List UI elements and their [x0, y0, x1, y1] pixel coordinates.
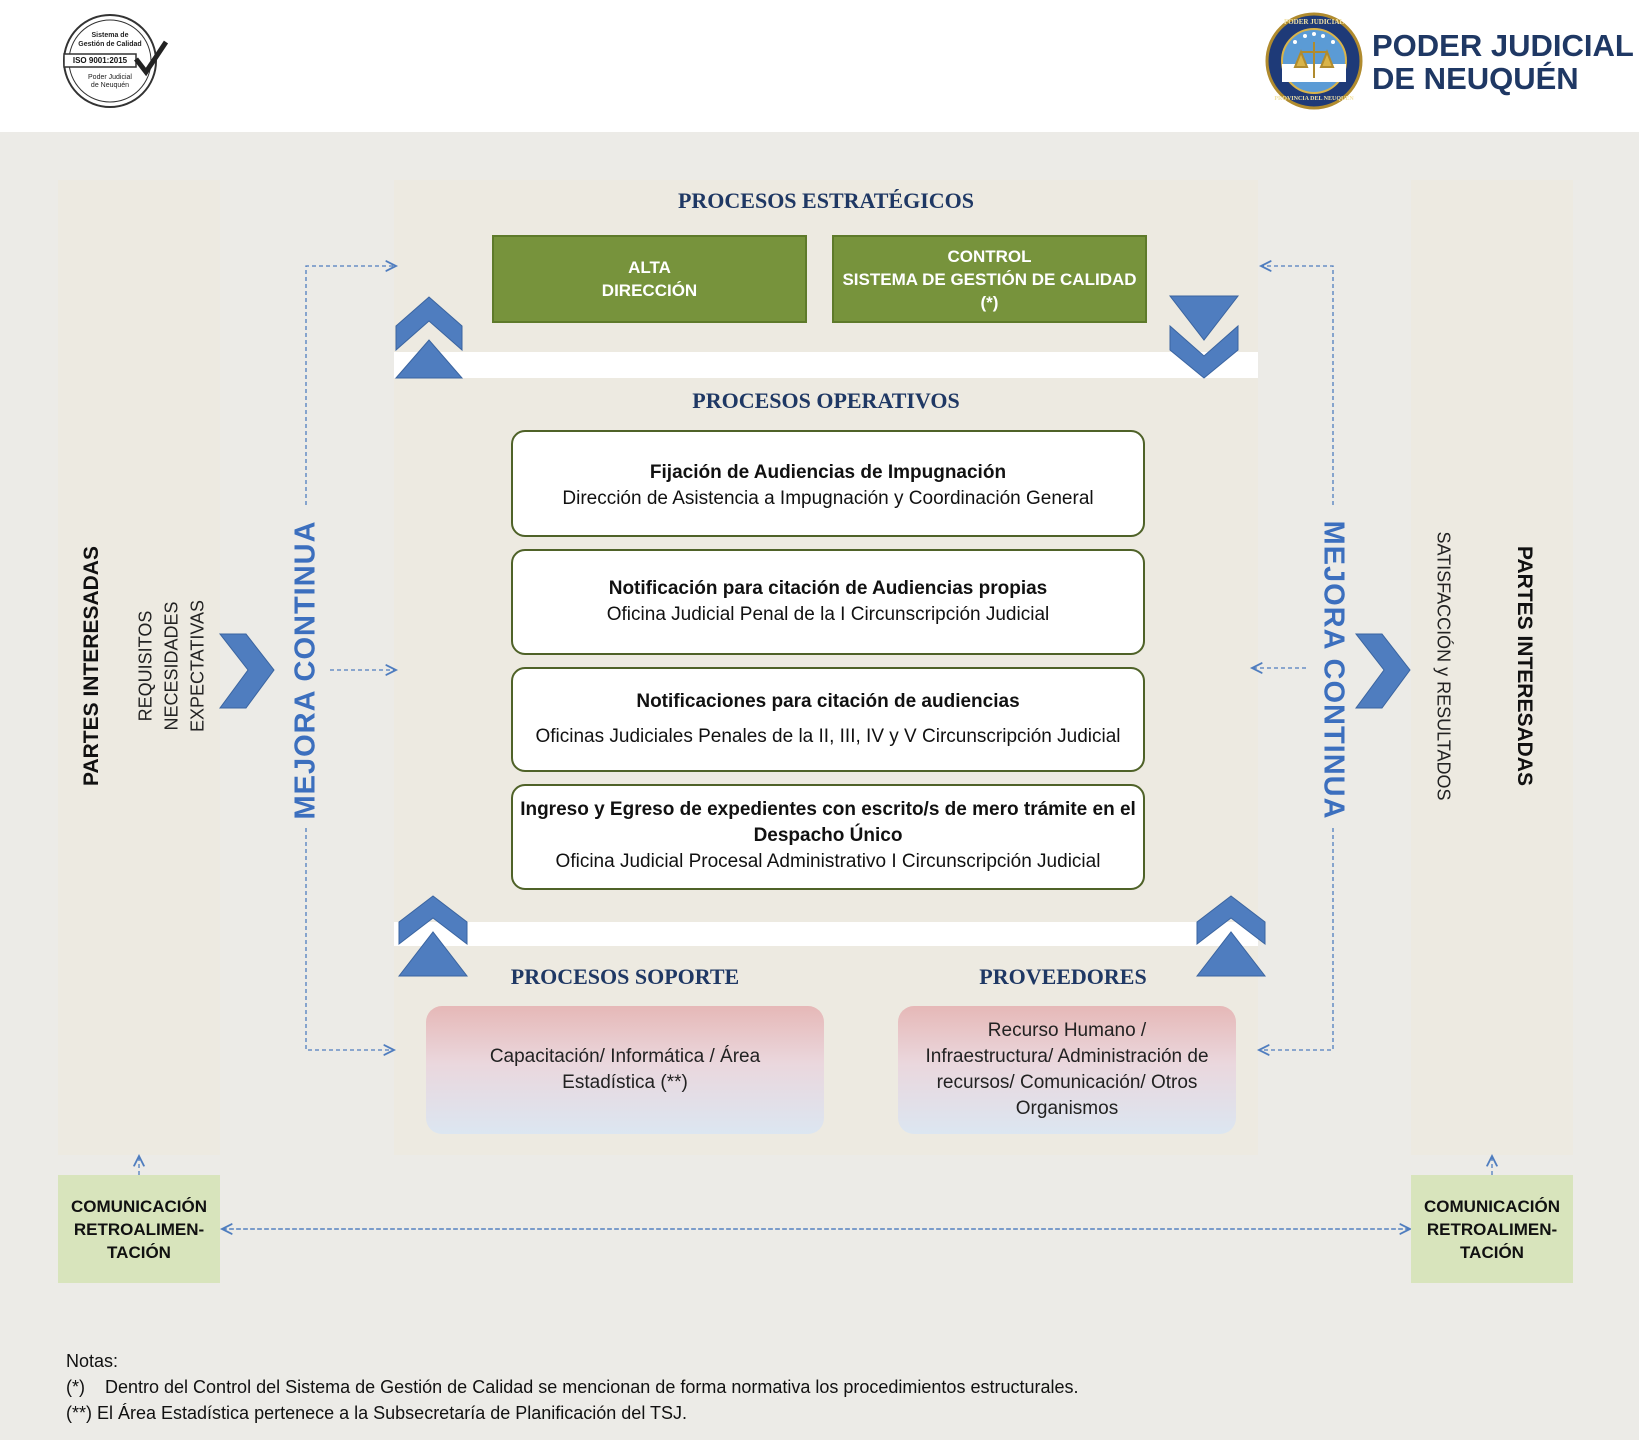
iso-standard: ISO 9001:2015 — [72, 56, 128, 65]
iso-line2: Gestión de Calidad — [78, 41, 142, 48]
right-mejora-loop — [1252, 266, 1334, 1050]
proceso-4-title-line1: Ingreso y Egreso de expedientes con escr… — [520, 799, 1136, 820]
soporte-box: Capacitación/ Informática / Área Estadís… — [426, 1006, 824, 1134]
proceso-operativo-3: Notificaciones para citación de audienci… — [511, 667, 1145, 772]
left-panel — [58, 180, 220, 1155]
right-comm-line2: RETROALIMEN- — [1426, 1219, 1558, 1239]
soporte-line1: Capacitación/ Informática / Área — [489, 1046, 761, 1067]
iso-org2: de Neuquén — [90, 82, 130, 89]
proceso-operativo-1: Fijación de Audiencias de Impugnación Di… — [511, 430, 1145, 537]
separator-top — [394, 352, 1258, 378]
header: Sistema de Gestión de Calidad ISO 9001:2… — [0, 0, 1639, 132]
proveedores-line2: Infraestructura/ Administración de — [925, 1046, 1209, 1067]
note-2: (**) El Área Estadística pertenece a la … — [66, 1403, 687, 1423]
chevron-down-icon — [1168, 295, 1240, 379]
estrategicos-title: PROCESOS ESTRATÉGICOS — [677, 188, 975, 213]
proveedores-line1: Recurso Humano / — [987, 1020, 1147, 1041]
proveedores-box: Recurso Humano / Infraestructura/ Admini… — [898, 1006, 1236, 1134]
separator-bottom — [394, 922, 1258, 946]
control-sgc-line3: (*) — [980, 292, 999, 312]
control-sgc-box: CONTROL SISTEMA DE GESTIÓN DE CALIDAD (*… — [832, 235, 1147, 323]
left-comm-line1: COMUNICACIÓN — [71, 1196, 207, 1216]
proceso-2-subtitle: Oficina Judicial Penal de la I Circunscr… — [606, 604, 1050, 625]
left-comm-line2: RETROALIMEN- — [73, 1219, 205, 1239]
proceso-1-title: Fijación de Audiencias de Impugnación — [649, 462, 1007, 483]
left-comm-box: COMUNICACIÓN RETROALIMEN- TACIÓN — [58, 1175, 220, 1283]
proceso-3-subtitle: Oficinas Judiciales Penales de la II, II… — [535, 726, 1121, 747]
iso-org1: Poder Judicial — [88, 74, 132, 81]
chevron-right-icon — [218, 633, 275, 709]
left-mejora-loop — [305, 266, 396, 1050]
left-comm-line3: TACIÓN — [107, 1242, 171, 1262]
proveedores-line4: Organismos — [1015, 1098, 1119, 1119]
alta-direccion-box: ALTA DIRECCIÓN — [492, 235, 807, 323]
notes: Notas: (*) Dentro del Control del Sistem… — [66, 1348, 1079, 1426]
org-title-line1: PODER JUDICIAL — [1372, 28, 1634, 63]
seal-bottom-text: PROVINCIA DEL NEUQUEN — [1274, 96, 1354, 102]
proceso-operativo-2: Notificación para citación de Audiencias… — [511, 549, 1145, 655]
proceso-4-subtitle: Oficina Judicial Procesal Administrativo… — [555, 851, 1101, 872]
iso-line1: Sistema de — [91, 32, 129, 39]
right-comm-line1: COMUNICACIÓN — [1424, 1196, 1560, 1216]
soporte-title: PROCESOS SOPORTE — [510, 964, 740, 989]
notes-heading: Notas: — [66, 1351, 119, 1371]
judicial-seal: PODER JUDICIAL PROVINCIA DEL NEUQUEN — [1265, 12, 1363, 110]
proveedores-line3: recursos/ Comunicación/ Otros — [936, 1072, 1198, 1093]
chevron-up-icon — [394, 296, 464, 379]
alta-direccion-line2: DIRECCIÓN — [601, 281, 698, 300]
seal-top-text: PODER JUDICIAL — [1283, 18, 1345, 26]
proceso-2-title: Notificación para citación de Audiencias… — [608, 578, 1048, 599]
iso-seal-icon — [63, 14, 169, 108]
iso-logo: Sistema de Gestión de Calidad ISO 9001:2… — [58, 12, 169, 110]
note-1: (*) Dentro del Control del Sistema de Ge… — [66, 1377, 1079, 1397]
proceso-4-title-line2: Despacho Único — [753, 825, 903, 846]
alta-direccion-line1: ALTA — [628, 258, 671, 277]
proveedores-title: PROVEEDORES — [979, 964, 1147, 989]
chevron-up-icon — [397, 895, 469, 977]
chevron-right-icon — [1354, 633, 1411, 709]
operativos-title: PROCESOS OPERATIVOS — [692, 388, 960, 413]
control-sgc-line2: SISTEMA DE GESTIÓN DE CALIDAD — [842, 269, 1137, 289]
seal-icon — [1265, 12, 1363, 110]
chevron-up-icon — [1195, 895, 1267, 977]
proceso-3-title: Notificaciones para citación de audienci… — [636, 691, 1020, 712]
org-title-line2: DE NEUQUÉN — [1372, 61, 1579, 96]
proceso-operativo-4: Ingreso y Egreso de expedientes con escr… — [511, 784, 1145, 890]
right-panel — [1411, 180, 1573, 1155]
right-comm-box: COMUNICACIÓN RETROALIMEN- TACIÓN — [1411, 1175, 1573, 1283]
left-mejora-label: MEJORA CONTINUA — [289, 520, 322, 820]
soporte-line2: Estadística (**) — [562, 1072, 688, 1093]
right-mejora-label: MEJORA CONTINUA — [1317, 520, 1350, 820]
proceso-1-subtitle: Dirección de Asistencia a Impugnación y … — [562, 488, 1094, 509]
control-sgc-line1: CONTROL — [947, 246, 1032, 266]
comm-links — [139, 1156, 1492, 1229]
right-comm-line3: TACIÓN — [1460, 1242, 1524, 1262]
